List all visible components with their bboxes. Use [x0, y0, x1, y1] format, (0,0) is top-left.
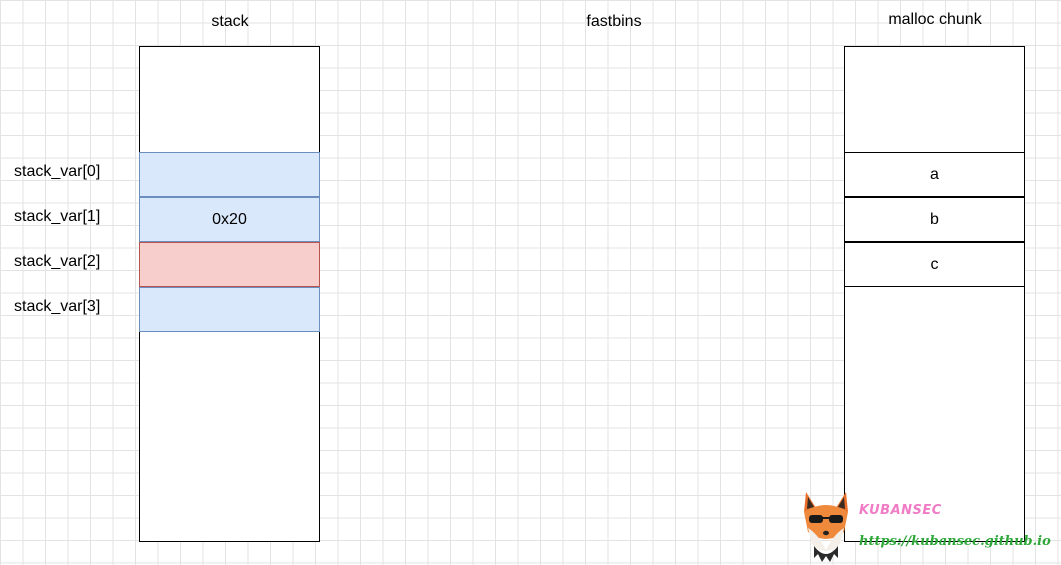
stack-var-1-label: stack_var[1]: [14, 208, 101, 225]
stack-var-2-cell: [139, 242, 320, 287]
stack-var-3-label: stack_var[3]: [14, 298, 101, 315]
stack-var-0-cell: [139, 152, 320, 197]
chunk-a-cell: a: [844, 152, 1025, 197]
stack-var-2-label: stack_var[2]: [14, 253, 101, 270]
fastbins-title: fastbins: [586, 13, 642, 30]
stack-var-1-cell: 0x20: [139, 197, 320, 242]
stack-var-0-label: stack_var[0]: [14, 163, 101, 180]
malloc-chunk-title: malloc chunk: [888, 11, 982, 28]
fox-with-sunglasses-icon: [804, 492, 848, 562]
chunk-b-cell: b: [844, 197, 1025, 242]
malloc-chunk-box: [844, 46, 1025, 542]
stack-var-3-cell: [139, 287, 320, 332]
stack-title: stack: [211, 13, 249, 30]
watermark-url[interactable]: https://kubansec.github.io: [859, 534, 1051, 549]
kubansec-watermark: KUBANSEC https://kubansec.github.io: [800, 488, 1055, 564]
chunk-c-cell: c: [844, 242, 1025, 287]
watermark-brand: KUBANSEC: [859, 503, 942, 518]
